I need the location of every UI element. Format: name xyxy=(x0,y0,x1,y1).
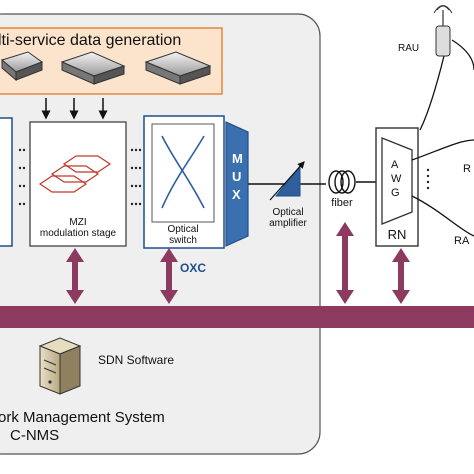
control-arrows xyxy=(66,222,410,304)
awg-block xyxy=(381,137,413,225)
optical-switch-label-line1: Optical xyxy=(167,224,199,235)
data-generator-device-2 xyxy=(60,51,126,85)
control-bus xyxy=(0,306,474,328)
data-generator-device-1 xyxy=(0,51,44,82)
rau-top-label: RAU xyxy=(398,43,420,54)
rau-right-curve xyxy=(451,39,474,71)
rau-link-top xyxy=(419,55,445,131)
right-cut-label: R xyxy=(463,163,471,175)
mux-label: MUX xyxy=(232,151,243,202)
fiber-label: fiber xyxy=(331,197,353,209)
sdn-server-icon xyxy=(38,337,82,395)
mzi-modulation-module xyxy=(29,121,127,247)
rau-bottom-label: RA xyxy=(454,235,470,247)
switch-cross-icon xyxy=(161,135,205,209)
connector-dots-left xyxy=(18,148,26,206)
service-banner-title: lti-service data generation xyxy=(0,32,182,49)
rn-rau-links xyxy=(411,139,474,237)
connector-dots-rn xyxy=(426,168,430,190)
mzi-switch-dots xyxy=(138,148,142,206)
amplifier-label-line2: amplifier xyxy=(269,218,307,229)
oxc-label: OXC xyxy=(180,261,207,275)
optical-switch-label-line2: switch xyxy=(169,235,197,246)
mzi-label-line2: modulation stage xyxy=(39,228,117,239)
laser-module-partial xyxy=(0,117,13,247)
amplifier-gain-arrow xyxy=(269,161,305,201)
rn-label: RN xyxy=(387,227,407,242)
nms-title-line1: ork Management System xyxy=(0,409,165,426)
fiber-spool-icon xyxy=(328,170,356,194)
connector-dots-mzi xyxy=(130,148,138,206)
mux-block xyxy=(225,121,249,247)
rau-antenna-icon xyxy=(433,5,453,57)
awg-label: AWG xyxy=(391,159,402,199)
nms-title-line2: C-NMS xyxy=(10,427,60,444)
data-generator-device-3 xyxy=(144,51,212,85)
amplifier-label-line1: Optical xyxy=(272,207,304,218)
mzi-icon xyxy=(38,155,112,193)
mzi-label-line1: MZI xyxy=(69,217,87,228)
sdn-software-label: SDN Software xyxy=(98,353,175,367)
